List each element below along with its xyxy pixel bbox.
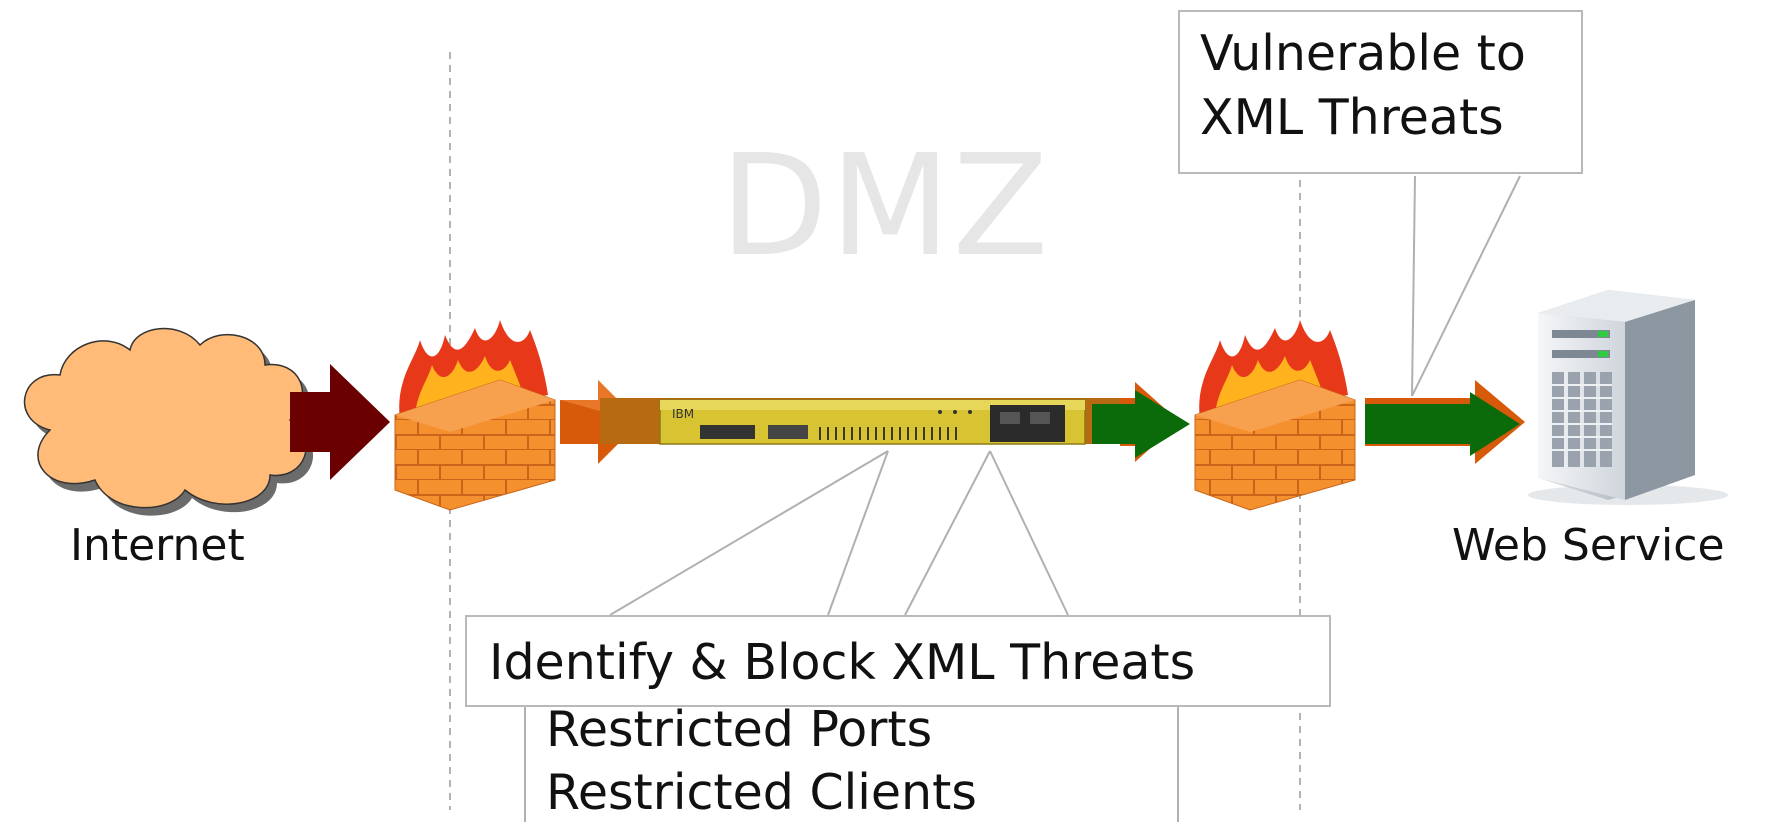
- firewall-icon: [394, 320, 556, 511]
- callout-line: XML Threats: [1200, 89, 1504, 146]
- server-icon: [1528, 290, 1728, 505]
- callout-leader-lines: [524, 175, 1521, 822]
- vulnerability-callout-text: Vulnerable to XML Threats: [1200, 22, 1526, 150]
- appliance-brand-text: IBM: [672, 407, 694, 421]
- web-service-label: Web Service: [1452, 520, 1725, 571]
- list-item: Restricted Clients: [546, 764, 977, 821]
- restriction-list: Restricted Ports Restricted Clients: [546, 698, 977, 824]
- callout-line: Vulnerable to: [1200, 25, 1526, 82]
- cloud-icon: [23, 327, 314, 516]
- internet-label: Internet: [70, 520, 245, 571]
- arrow-internet-to-firewall: [290, 364, 390, 480]
- network-appliance-icon: IBM: [600, 398, 1120, 445]
- firewall-icon: [1194, 320, 1356, 511]
- threat-block-callout-text: Identify & Block XML Threats: [489, 634, 1196, 691]
- list-item: Restricted Ports: [546, 701, 933, 758]
- vulnerability-callout: Vulnerable to XML Threats: [1178, 10, 1583, 174]
- threat-block-callout: Identify & Block XML Threats: [465, 615, 1331, 707]
- dmz-zone-label: DMZ: [720, 125, 1051, 288]
